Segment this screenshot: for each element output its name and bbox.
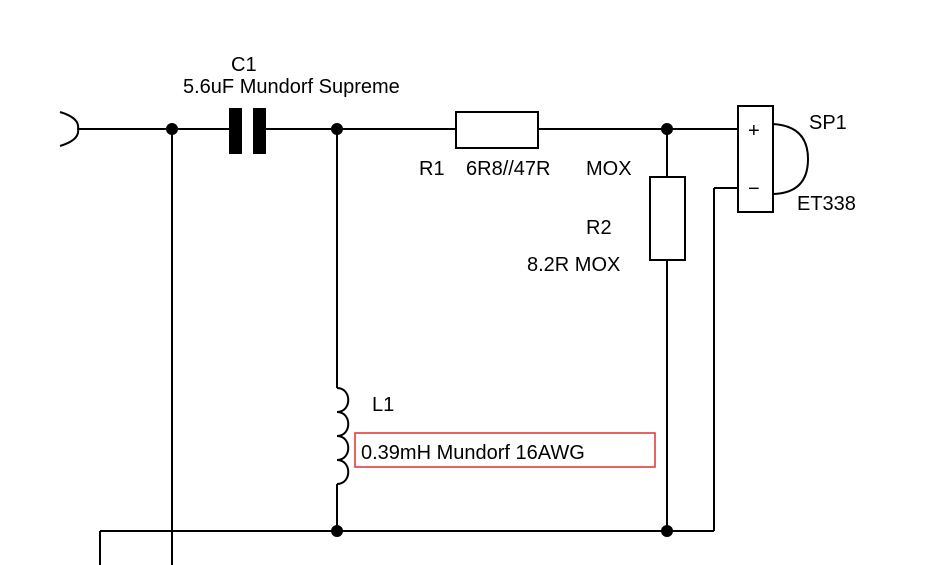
l1-coil bbox=[336, 387, 350, 485]
l1-value-label: 0.39mH Mundorf 16AWG bbox=[361, 442, 585, 464]
l1-ref-label: L1 bbox=[372, 394, 394, 416]
junction-dot bbox=[661, 525, 673, 537]
c1-value-label: 5.6uF Mundorf Supreme bbox=[183, 76, 400, 98]
r2-ref-label: R2 bbox=[586, 217, 612, 239]
l1-highlight-box bbox=[354, 432, 656, 468]
r1-ref-label: R1 bbox=[419, 158, 445, 180]
r1-value-label: 6R8//47R bbox=[466, 158, 551, 180]
sp1-value-label: ET338 bbox=[797, 193, 856, 215]
c1-ref-label: C1 bbox=[231, 54, 257, 76]
r1-suffix-label: MOX bbox=[586, 158, 632, 180]
sp1-pin-minus: − bbox=[748, 178, 760, 200]
speaker-icon bbox=[772, 123, 810, 195]
r2-body bbox=[649, 176, 686, 261]
sp1-pin-plus: + bbox=[748, 120, 760, 142]
c1-plate-left bbox=[229, 108, 242, 154]
sp1-ref-label: SP1 bbox=[809, 112, 847, 134]
r2-value-label: 8.2R MOX bbox=[527, 254, 620, 276]
junction-dot bbox=[331, 525, 343, 537]
sp1-body bbox=[737, 105, 774, 213]
c1-plate-right bbox=[253, 108, 266, 154]
input-connector-icon bbox=[59, 111, 80, 147]
r1-body bbox=[455, 111, 539, 149]
